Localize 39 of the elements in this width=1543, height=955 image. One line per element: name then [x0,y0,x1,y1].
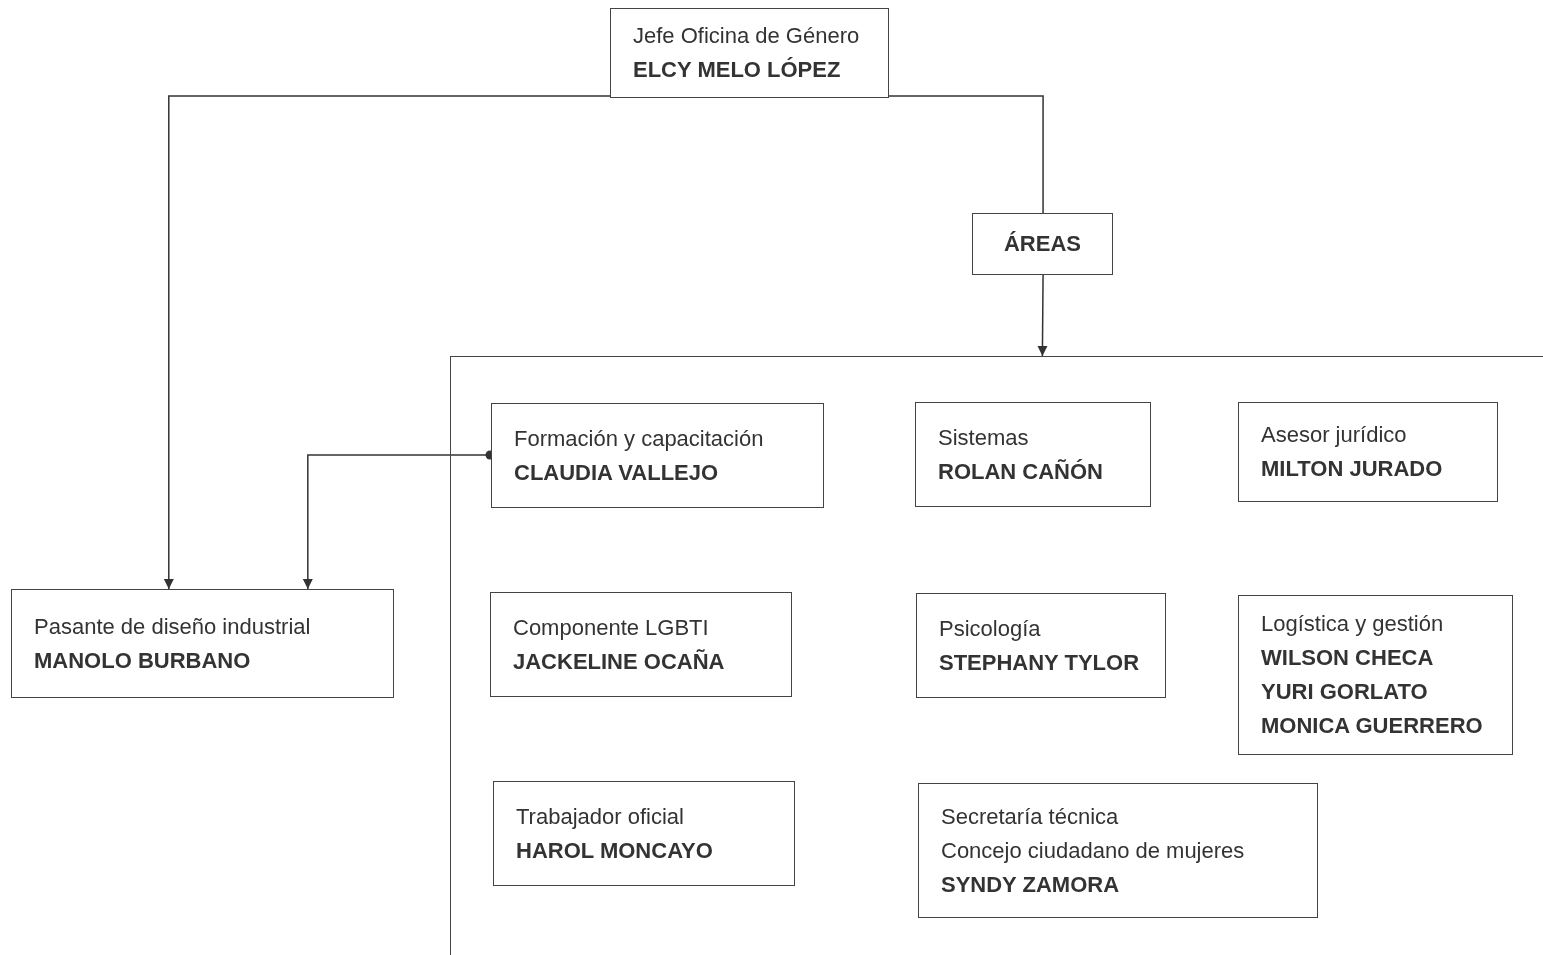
arrow [1037,274,1048,357]
person-name: ROLAN CAÑÓN [938,457,1104,486]
connector-line [888,95,1044,214]
role-box [915,402,1151,507]
person-name: ÁREAS [1004,230,1081,258]
person-name: ELCY MELO LÓPEZ [633,56,842,84]
person-name: MONICA GUERRERO [1261,712,1484,740]
role-box [918,783,1318,918]
section-box [972,213,1113,275]
role-title: Componente LGBTI [513,613,710,642]
role-title: Asesor jurídico [1261,421,1408,449]
person-name: WILSON CHECA [1261,644,1435,672]
role-title: Pasante de diseño industrial [34,612,312,641]
role-title: Jefe Oficina de Género [633,22,861,50]
role-title: Secretaría técnica [941,802,1120,831]
role-box [490,592,792,697]
role-box [1238,402,1498,502]
person-name: HAROL MONCAYO [516,836,714,865]
area-frame [450,356,1543,955]
person-name: SYNDY ZAMORA [941,870,1121,899]
role-title: Sistemas [938,423,1030,452]
role-title: Logística y gestión [1261,610,1445,638]
role-title: Formación y capacitación [514,424,765,453]
person-name: CLAUDIA VALLEJO [514,458,720,487]
role-title: Trabajador oficial [516,802,685,831]
role-box [916,593,1166,698]
role-box [610,8,889,98]
role-title: Concejo ciudadano de mujeres [941,836,1246,865]
arrow [163,95,611,590]
role-box [493,781,795,886]
person-name: MILTON JURADO [1261,455,1444,483]
person-name: YURI GORLATO [1261,678,1429,706]
role-box [491,403,824,508]
person-name: STEPHANY TYLOR [939,648,1141,677]
role-box [1238,595,1513,755]
person-name: JACKELINE OCAÑA [513,647,726,676]
role-box [11,589,394,698]
role-title: Psicología [939,614,1042,643]
person-name: MANOLO BURBANO [34,646,252,675]
